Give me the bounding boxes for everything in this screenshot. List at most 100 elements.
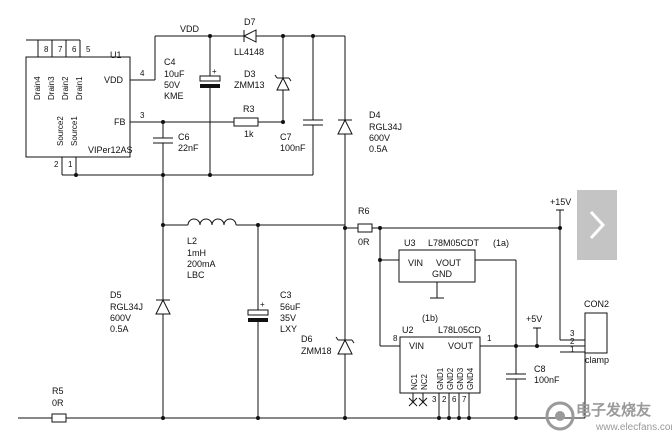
d4-part: RGL34J xyxy=(369,122,402,132)
u2-pin3: 3 xyxy=(432,395,437,404)
r6-resistor: R6 0R xyxy=(343,206,560,247)
vdd-rail: VDD xyxy=(154,24,236,80)
con2-pin2: 2 xyxy=(570,337,575,346)
u1-drain4-label: Drain4 xyxy=(33,76,42,100)
u1-fb-label: FB xyxy=(114,117,126,127)
u3-part: L78M05CDT xyxy=(428,238,480,248)
d4-current: 0.5A xyxy=(369,144,388,154)
u1-pin8: 8 xyxy=(44,45,49,54)
u1-pin4: 4 xyxy=(140,69,145,78)
bottom-ground-rail: R5 0R xyxy=(18,386,585,423)
u1-source1-label: Source1 xyxy=(70,116,79,146)
u2-nc2-label: NC2 xyxy=(420,373,429,390)
c3-plus: + xyxy=(260,300,265,309)
c8-capacitor: C8 100nF xyxy=(506,346,560,418)
d4-voltage: 600V xyxy=(369,133,390,143)
c8-value: 100nF xyxy=(534,375,560,385)
r3-value: 1k xyxy=(244,129,254,139)
c4-capacitor: + C4 10uF 50V KME xyxy=(164,36,221,175)
r6-ref: R6 xyxy=(358,206,370,216)
c7-capacitor: C7 100nF xyxy=(280,34,323,175)
r6-value: 0R xyxy=(358,237,370,247)
d3-part: ZMM13 xyxy=(234,80,265,90)
u1-viper12as: 8 7 6 5 Drain4 Drain3 Drain2 Drain1 Sour… xyxy=(25,39,163,175)
d3-zener: D3 ZMM13 xyxy=(234,34,292,122)
con2-pin1: 1 xyxy=(570,345,575,354)
l2-value: 1mH xyxy=(187,248,206,258)
d6-ref: D6 xyxy=(301,334,313,344)
c8-ref: C8 xyxy=(534,364,546,374)
d7-diode: D7 LL4148 xyxy=(234,17,345,57)
u1-vdd-label: VDD xyxy=(104,75,124,85)
d5-part: RGL34J xyxy=(110,302,143,312)
r3-ref: R3 xyxy=(243,104,255,114)
plus15v-net: +15V xyxy=(550,197,585,341)
c3-ref: C3 xyxy=(280,290,292,300)
plus5v-net: +5V xyxy=(480,314,585,348)
u2-variant: (1b) xyxy=(422,313,438,323)
u2-vin-label: VIN xyxy=(409,341,424,351)
u3-regulator: VIN VOUT GND U3 L78M05CDT (1a) xyxy=(380,238,516,299)
u1-pin1: 1 xyxy=(68,160,73,169)
u2-pin1: 1 xyxy=(487,334,492,343)
c3-capacitor: + C3 56uF 35V LXY xyxy=(247,225,301,418)
d5-voltage: 600V xyxy=(110,313,131,323)
u1-ref: U1 xyxy=(110,50,122,60)
u2-pin7: 7 xyxy=(462,395,467,404)
plus15v-label: +15V xyxy=(550,197,571,207)
next-slide-button[interactable] xyxy=(577,190,617,260)
r5-ref: R5 xyxy=(52,386,64,396)
vin-bus xyxy=(378,226,517,347)
u2-ref: U2 xyxy=(402,325,414,335)
u1-drain3-label: Drain3 xyxy=(47,76,56,100)
vdd-net-label: VDD xyxy=(180,24,200,34)
u2-regulator: VIN VOUT 8 1 NC1 NC2 GND1 GND2 GND3 GND4… xyxy=(393,313,492,418)
c7-value: 100nF xyxy=(280,143,306,153)
d5-diode: D5 RGL34J 600V 0.5A xyxy=(110,225,171,418)
watermark-main-text: 电子发烧友 xyxy=(576,401,652,419)
d5-current: 0.5A xyxy=(110,324,129,334)
c3-value: 56uF xyxy=(280,302,301,312)
u1-part: VIPer12AS xyxy=(88,145,133,155)
c6-capacitor: C6 22nF xyxy=(153,122,199,175)
d7-ref: D7 xyxy=(244,17,256,27)
l2-type: LBC xyxy=(187,270,205,280)
elecfans-logo-icon xyxy=(545,401,575,431)
con2-pin3: 3 xyxy=(570,329,575,338)
plus5v-label: +5V xyxy=(526,314,542,324)
u2-part: L78L05CD xyxy=(438,325,482,335)
c4-plus: + xyxy=(212,67,217,76)
u1-drain2-label: Drain2 xyxy=(61,76,70,100)
source-node-rail xyxy=(62,173,313,225)
l2-ref: L2 xyxy=(187,236,197,246)
u3-gnd-label: GND xyxy=(432,269,453,279)
u2-gnd4-label: GND4 xyxy=(466,367,475,390)
watermark-url: www.elecfans.com xyxy=(596,422,672,433)
u2-pin6: 6 xyxy=(452,395,457,404)
c4-value: 10uF xyxy=(164,69,185,79)
u2-gnd1-label: GND1 xyxy=(436,367,445,390)
con2-label: clamp xyxy=(585,355,609,365)
c4-ref: C4 xyxy=(164,57,176,67)
l2-current: 200mA xyxy=(187,259,216,269)
u2-gnd3-label: GND3 xyxy=(456,367,465,390)
d3-ref: D3 xyxy=(244,69,256,79)
u1-pin5: 5 xyxy=(86,45,91,54)
u1-pin7: 7 xyxy=(58,45,63,54)
d4-ref: D4 xyxy=(369,110,381,120)
chevron-right-icon xyxy=(589,210,606,240)
c7-ref: C7 xyxy=(280,132,292,142)
con2-connector: CON2 clamp 3 2 1 xyxy=(560,299,609,418)
u3-vin-label: VIN xyxy=(408,258,423,268)
u1-pin2: 2 xyxy=(54,160,59,169)
c4-type: KME xyxy=(164,91,184,101)
d6-part: ZMM18 xyxy=(301,346,332,356)
u1-drain1-label: Drain1 xyxy=(75,76,84,100)
c3-voltage: 35V xyxy=(280,313,296,323)
d7-part: LL4148 xyxy=(234,47,264,57)
con2-ref: CON2 xyxy=(584,299,609,309)
u1-source2-label: Source2 xyxy=(56,116,65,146)
u2-vout-label: VOUT xyxy=(448,341,474,351)
u3-vout-label: VOUT xyxy=(436,258,462,268)
